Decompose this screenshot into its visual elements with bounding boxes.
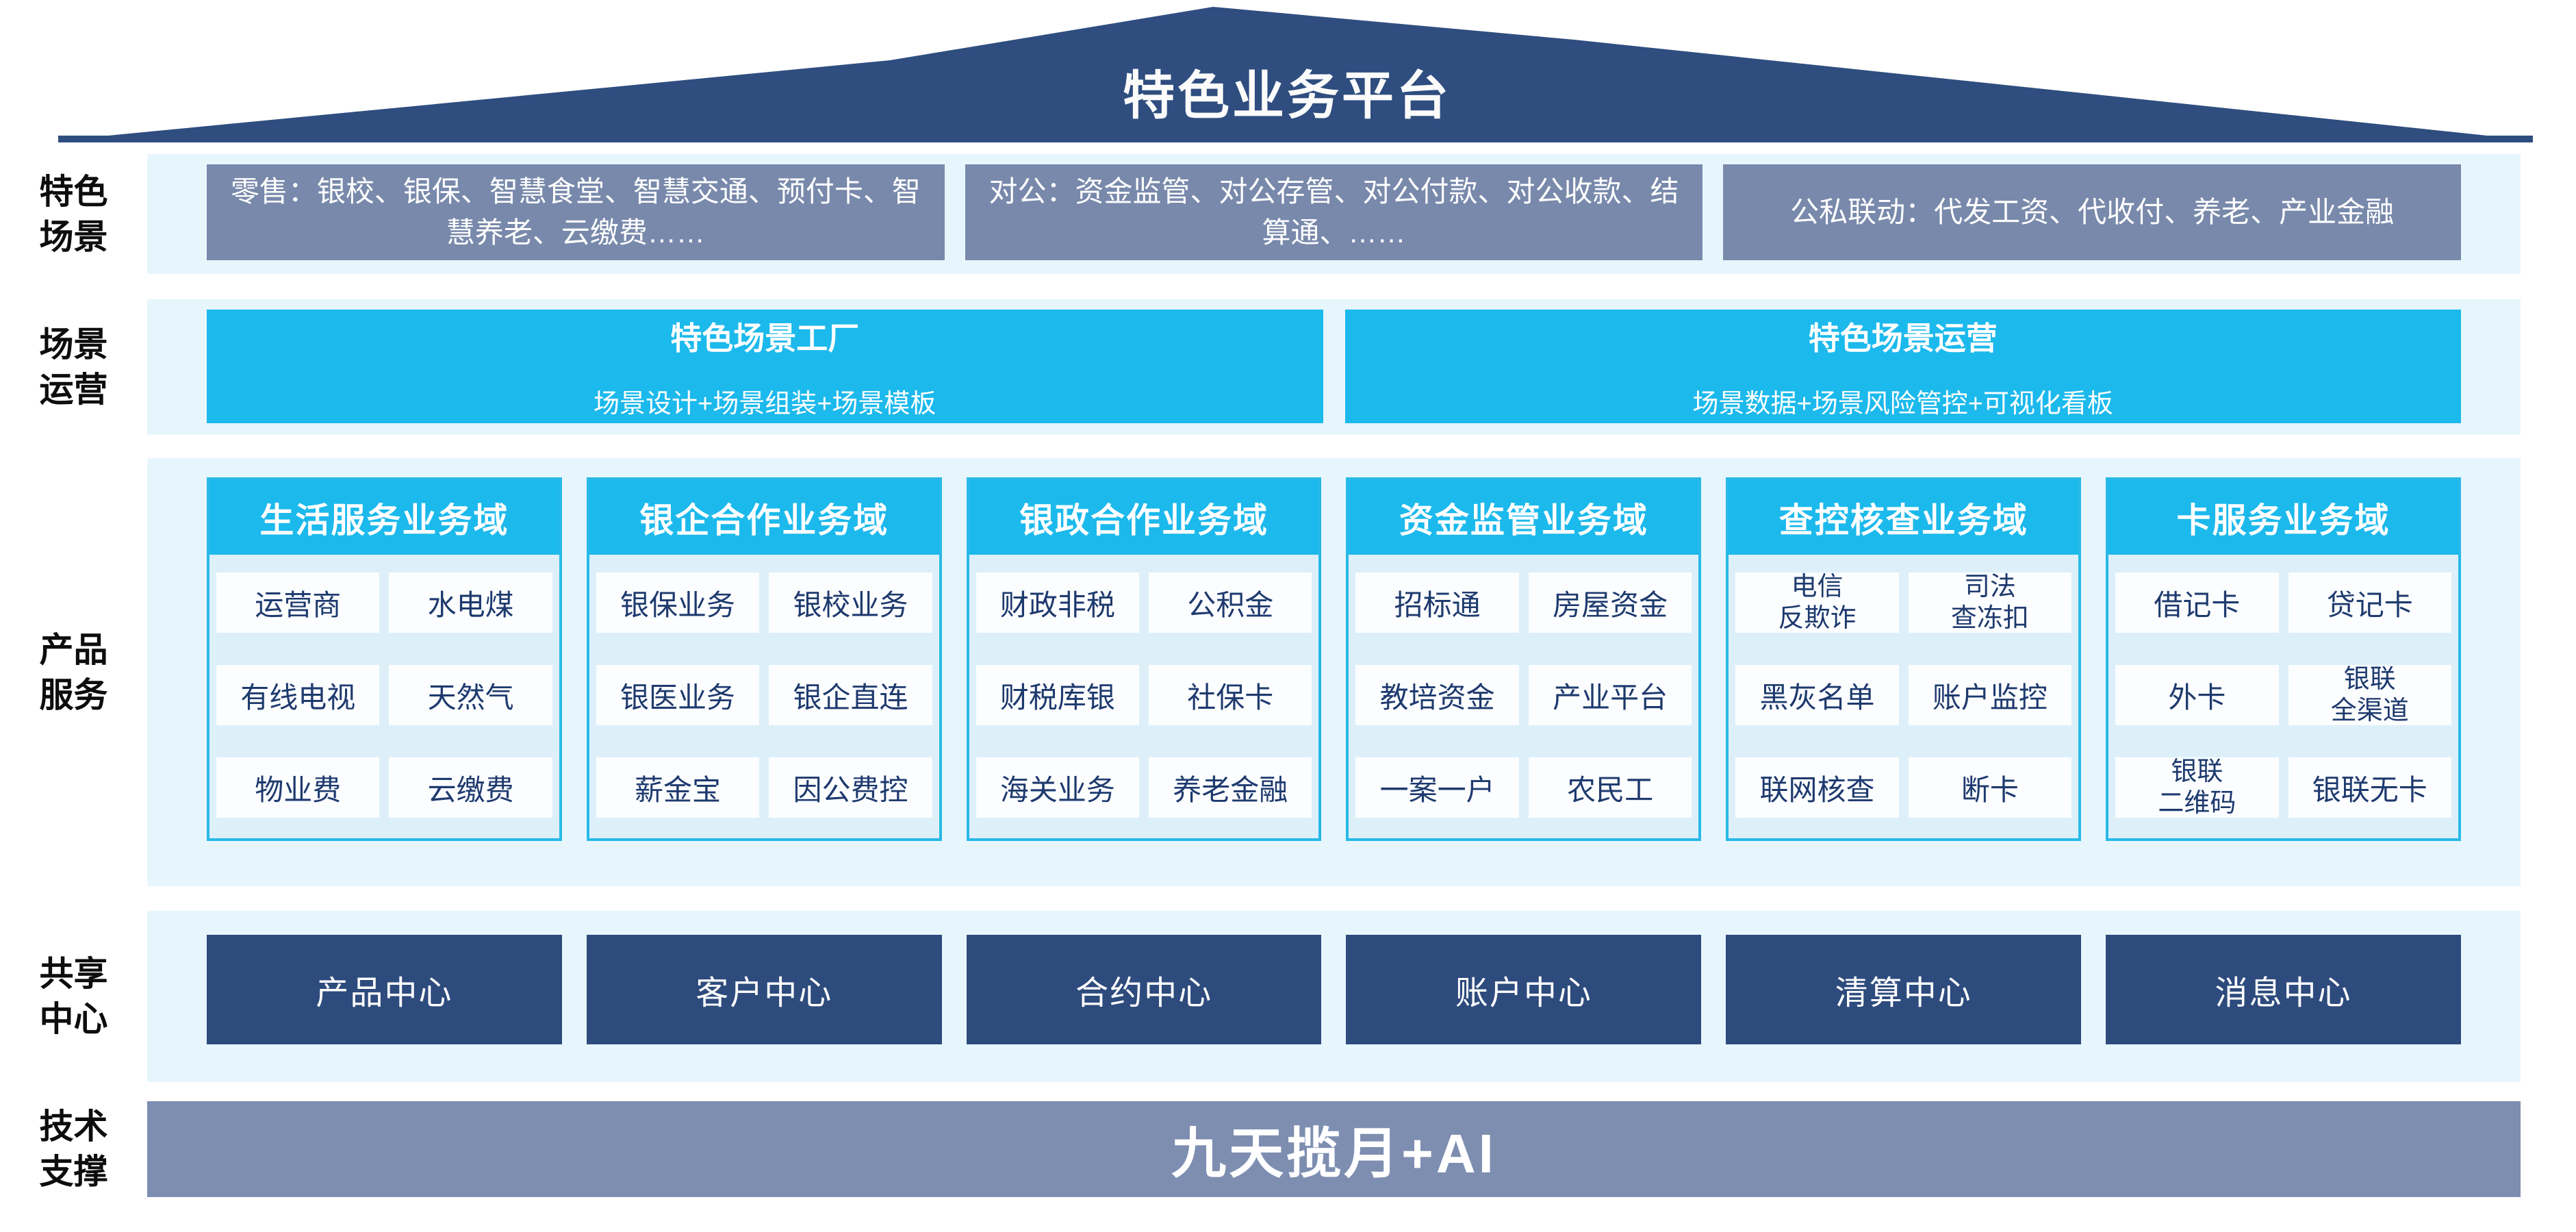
product-cell: 农民工 [1528, 757, 1692, 818]
product-column: 卡服务业务域借记卡贷记卡外卡银联 全渠道银联 二维码银联无卡 [2106, 477, 2461, 841]
sharing-center-box: 账户中心 [1346, 935, 1702, 1044]
sharing-row-label-text: 共享中心 [39, 955, 108, 1038]
operation-box-title: 特色场景工厂 [670, 320, 860, 356]
product-cell: 银联 全渠道 [2288, 665, 2451, 725]
product-column-header: 资金监管业务域 [1349, 480, 1699, 555]
product-cell: 银企直连 [769, 665, 932, 725]
operation-row-label: 场景运营 [0, 299, 147, 435]
product-column-header: 银政合作业务域 [969, 480, 1319, 555]
scene-box: 对公：资金监管、对公存管、对公付款、对公收款、结算通、…… [965, 164, 1703, 260]
product-cell: 财政非税 [975, 573, 1140, 633]
scenes-row-label-text: 特色场景 [39, 172, 108, 256]
product-columns: 生活服务业务域运营商水电煤有线电视天然气物业费云缴费银企合作业务域银保业务银校业… [207, 477, 2461, 841]
product-cell: 银保业务 [596, 573, 760, 633]
sharing-center-box: 消息中心 [2106, 935, 2461, 1044]
operation-box-subtitle: 场景数据+场景风险管控+可视化看板 [1692, 389, 2113, 418]
products-row-label-text: 产品服务 [39, 630, 108, 714]
product-cell: 有线电视 [216, 665, 380, 725]
product-column-body: 运营商水电煤有线电视天然气物业费云缴费 [209, 555, 559, 838]
product-cell: 招标通 [1355, 573, 1519, 633]
sharing-center-boxes: 产品中心客户中心合约中心账户中心清算中心消息中心 [207, 935, 2461, 1044]
product-cell: 银医业务 [596, 665, 760, 725]
product-column-header: 查控核查业务域 [1729, 480, 2079, 555]
product-column-body: 借记卡贷记卡外卡银联 全渠道银联 二维码银联无卡 [2108, 555, 2458, 838]
product-cell: 公积金 [1149, 573, 1312, 633]
sharing-center-box: 客户中心 [586, 935, 942, 1044]
sharing-center-box: 合约中心 [966, 935, 1322, 1044]
product-cell: 天然气 [389, 665, 552, 725]
tech-row-label: 技术支撑 [0, 1101, 147, 1197]
product-column-body: 银保业务银校业务银医业务银企直连薪金宝因公费控 [589, 555, 939, 838]
operation-box: 特色场景运营场景数据+场景风险管控+可视化看板 [1344, 310, 2461, 423]
scene-box: 零售：银校、银保、智慧食堂、智慧交通、预付卡、智慧养老、云缴费…… [207, 164, 945, 260]
scene-boxes: 零售：银校、银保、智慧食堂、智慧交通、预付卡、智慧养老、云缴费……对公：资金监管… [207, 164, 2462, 260]
product-cell: 物业费 [216, 757, 380, 818]
operation-box-title: 特色场景运营 [1808, 320, 1998, 356]
scenes-row-label: 特色场景 [0, 154, 147, 274]
product-cell: 一案一户 [1355, 757, 1519, 818]
product-cell: 银校业务 [769, 573, 932, 633]
product-cell: 司法 查冻扣 [1908, 573, 2072, 633]
product-cell: 社保卡 [1149, 665, 1312, 725]
product-cell: 运营商 [216, 573, 380, 633]
tech-row-label-text: 技术支撑 [39, 1107, 108, 1191]
product-cell: 海关业务 [975, 757, 1140, 818]
product-cell: 借记卡 [2115, 573, 2279, 633]
product-cell: 银联无卡 [2288, 757, 2451, 818]
sharing-row-label: 共享中心 [0, 911, 147, 1082]
operation-row-label-text: 场景运营 [39, 325, 108, 409]
product-column-body: 招标通房屋资金教培资金产业平台一案一户农民工 [1349, 555, 1698, 838]
product-cell: 云缴费 [389, 757, 552, 818]
sharing-center-box: 产品中心 [207, 935, 562, 1044]
product-cell: 断卡 [1908, 757, 2072, 818]
products-row-label: 产品服务 [0, 458, 147, 886]
product-cell: 薪金宝 [596, 757, 760, 818]
operation-box: 特色场景工厂场景设计+场景组装+场景模板 [207, 310, 1323, 423]
product-column: 生活服务业务域运营商水电煤有线电视天然气物业费云缴费 [207, 477, 562, 841]
platform-title: 特色业务平台 [1123, 67, 1451, 125]
product-cell: 黑灰名单 [1735, 665, 1899, 725]
scene-box: 公私联动：代发工资、代收付、养老、产业金融 [1723, 164, 2462, 260]
sharing-center-box: 清算中心 [1726, 935, 2082, 1044]
product-cell: 房屋资金 [1528, 573, 1692, 633]
product-column-body: 电信 反欺诈司法 查冻扣黑灰名单账户监控联网核查断卡 [1729, 555, 2078, 838]
product-cell: 因公费控 [769, 757, 932, 818]
product-cell: 养老金融 [1149, 757, 1312, 818]
product-cell: 联网核查 [1735, 757, 1899, 818]
product-cell: 银联 二维码 [2115, 757, 2279, 818]
product-cell: 财税库银 [975, 665, 1140, 725]
product-column-header: 生活服务业务域 [209, 480, 559, 555]
product-cell: 产业平台 [1528, 665, 1692, 725]
product-cell: 贷记卡 [2288, 573, 2451, 633]
tech-support-bar: 九天揽月+AI [147, 1101, 2521, 1197]
product-column-body: 财政非税公积金财税库银社保卡海关业务养老金融 [969, 555, 1319, 838]
product-column: 银企合作业务域银保业务银校业务银医业务银企直连薪金宝因公费控 [586, 477, 942, 841]
product-column: 资金监管业务域招标通房屋资金教培资金产业平台一案一户农民工 [1346, 477, 1702, 841]
operation-box-subtitle: 场景设计+场景组装+场景模板 [594, 389, 936, 418]
product-cell: 电信 反欺诈 [1735, 573, 1899, 633]
product-cell: 外卡 [2115, 665, 2279, 725]
product-column: 查控核查业务域电信 反欺诈司法 查冻扣黑灰名单账户监控联网核查断卡 [1726, 477, 2082, 841]
operation-boxes: 特色场景工厂场景设计+场景组装+场景模板特色场景运营场景数据+场景风险管控+可视… [207, 310, 2461, 423]
product-column-header: 卡服务业务域 [2108, 480, 2458, 555]
product-column: 银政合作业务域财政非税公积金财税库银社保卡海关业务养老金融 [966, 477, 1322, 841]
product-cell: 账户监控 [1908, 665, 2072, 725]
product-column-header: 银企合作业务域 [589, 480, 939, 555]
product-cell: 水电煤 [389, 573, 552, 633]
product-cell: 教培资金 [1355, 665, 1519, 725]
roof-shape [58, 7, 2533, 142]
tech-support-bar-text: 九天揽月+AI [1171, 1123, 1496, 1184]
